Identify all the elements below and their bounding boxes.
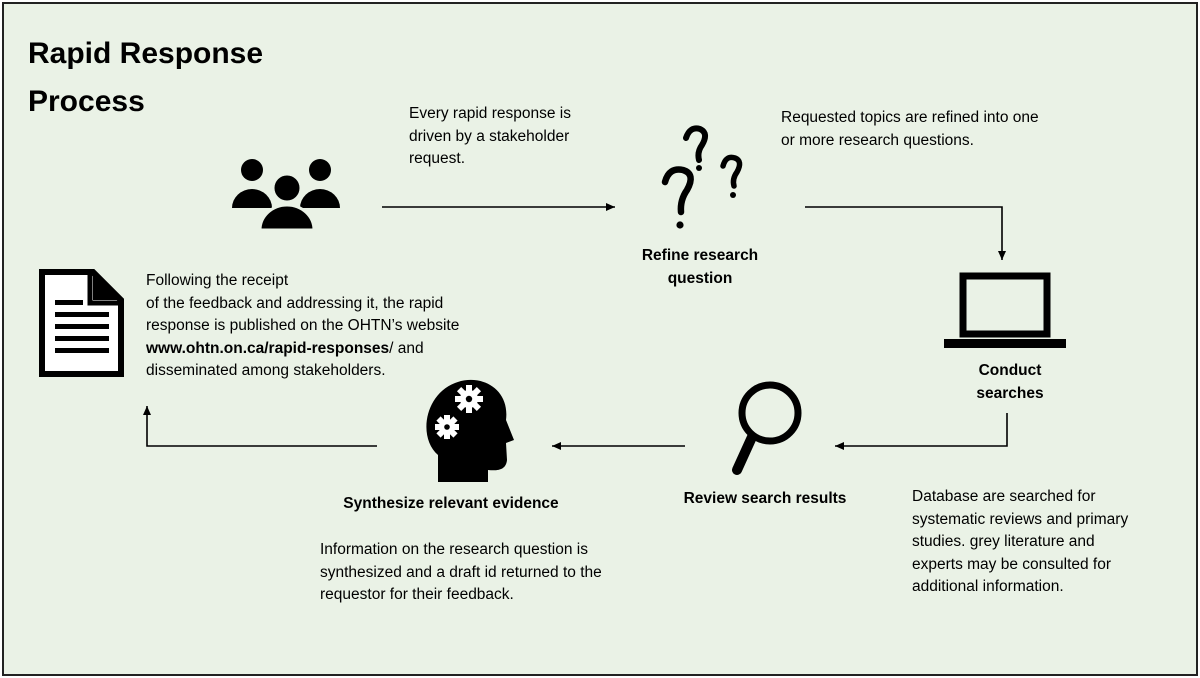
desc-line: driven by a stakeholder [409,127,570,145]
desc-line: or more research questions. [781,131,974,149]
conduct-description: Database are searched for systematic rev… [912,486,1128,599]
desc-line: synthesized and a draft id returned to t… [320,563,602,581]
document-icon [39,269,124,377]
desc-line: of the feedback and addressing it, the r… [146,294,444,312]
arrow-synthesize-to-publish [143,406,377,447]
publish-description: Following the receipt of the feedback an… [146,270,459,383]
laptop-icon [944,272,1066,348]
desc-line: Database are searched for [912,488,1096,505]
desc-line: request. [409,150,466,167]
conduct-label: Conduct searches [940,359,1080,405]
label-line: question [667,270,733,287]
desc-line: disseminated among stakeholders. [146,362,386,379]
label-line: searches [976,385,1044,402]
magnifier-icon [732,381,802,475]
desc-line: Information on the research question is [320,541,588,558]
desc-line: Following the receipt [146,272,289,289]
arrow-refine-to-conduct [805,206,1006,260]
synthesize-description: Information on the research question is … [320,539,602,607]
desc-line: Requested topics are refined into one [781,109,1039,126]
desc-line: Every rapid response is [409,105,571,122]
head-gears-icon [426,379,514,482]
request-description: Every rapid response is driven by a stak… [409,103,571,171]
desc-line: response is published on the OHTN’s webs… [146,317,460,334]
title-line-2: Process [28,85,145,118]
desc-line-with-link: www.ohtn.on.ca/rapid-responses/ and [146,338,459,361]
desc-line: requestor for their feedback. [320,586,514,603]
page-title: Rapid Response Process [28,30,328,126]
refine-description: Requested topics are refined into one or… [781,107,1039,152]
desc-line: additional information. [912,578,1064,595]
ohtn-website-link[interactable]: www.ohtn.on.ca/rapid-responses [146,339,390,357]
review-label: Review search results [665,487,865,510]
synthesize-label: Synthesize relevant evidence [326,492,576,515]
question-marks-icon [661,125,743,229]
label-line: Conduct [978,362,1042,379]
refine-label: Refine research question [620,244,780,290]
label-line: Refine research [641,247,759,264]
label-line: Synthesize relevant evidence [343,495,559,512]
desc-line: studies. grey literature and [912,533,1095,550]
desc-line: systematic reviews and primary [912,510,1129,528]
link-suffix: / and [389,339,424,357]
title-line-1: Rapid Response [28,37,264,70]
desc-line: experts may be consulted for [912,555,1112,573]
people-group-icon [232,159,340,232]
arrow-conduct-to-review [835,413,1008,450]
label-line: Review search results [683,490,847,507]
